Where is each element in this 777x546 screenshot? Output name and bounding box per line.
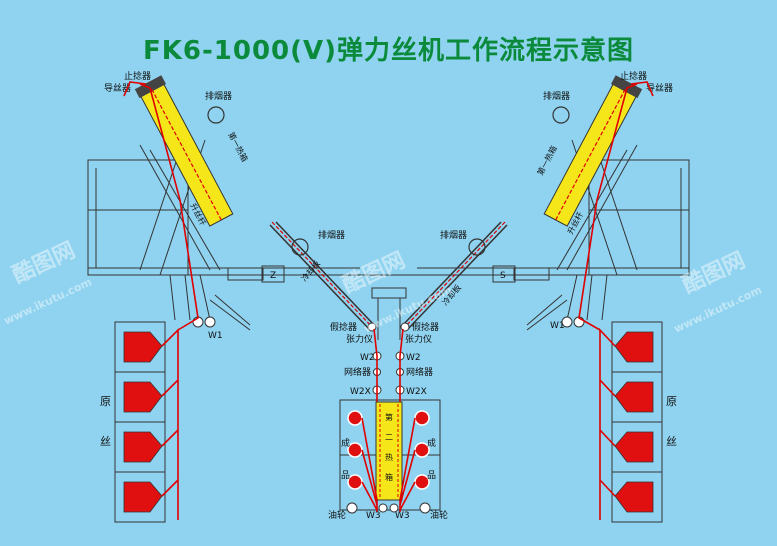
label-s: S <box>500 271 506 281</box>
label-w1-right: W1 <box>550 321 565 331</box>
left-frame: Z <box>87 139 360 331</box>
label-false-twist-right: 假捻器 <box>412 321 439 333</box>
network-icon <box>373 368 404 376</box>
left-first-heater-label: 第一热箱 <box>226 130 250 163</box>
right-yarn-guide <box>630 81 654 97</box>
right-creel <box>599 321 663 523</box>
label-network-left: 网络器 <box>344 366 371 378</box>
label-w2x-right: W2X <box>406 387 427 397</box>
left-yarn-guide <box>123 81 147 97</box>
label-w2-right: W2 <box>406 353 421 363</box>
label-second-heater-2: 二 <box>385 433 393 442</box>
product-right-yarn <box>399 417 416 511</box>
label-product-left-1: 成 <box>341 437 350 449</box>
label-z: Z <box>270 271 276 281</box>
label-product-left-2: 品 <box>341 470 350 481</box>
label-guide-left: 导丝器 <box>104 82 131 94</box>
label-w2x-left: W2X <box>350 387 371 397</box>
right-frame: S <box>417 139 690 331</box>
label-tension-right: 张力仪 <box>405 333 432 345</box>
label-raw-left-1: 原 <box>100 395 111 408</box>
label-exhaust-left-top: 排烟器 <box>205 90 232 102</box>
label-raw-right-1: 原 <box>666 395 677 408</box>
product-left-yarn <box>361 417 378 511</box>
svg-text:第一热箱: 第一热箱 <box>535 144 559 177</box>
label-raw-right-2: 丝 <box>666 435 677 448</box>
right-yarn-path <box>578 83 638 331</box>
label-stopper-right: 止捻器 <box>620 70 647 82</box>
right-cooling-plate <box>400 221 508 331</box>
label-tension-left: 张力仪 <box>346 333 373 345</box>
left-creel <box>114 321 179 523</box>
label-oil-left: 油轮 <box>328 509 346 521</box>
label-w1-left: W1 <box>208 331 223 341</box>
label-product-right-1: 成 <box>427 437 436 449</box>
label-second-heater-4: 箱 <box>385 472 393 482</box>
label-exhaust-right-bottom: 排烟器 <box>440 229 467 241</box>
label-stopper-left: 止捻器 <box>124 70 151 82</box>
label-exhaust-right-top: 排烟器 <box>543 90 570 102</box>
right-first-heater <box>543 75 643 227</box>
label-w2-left: W2 <box>360 353 375 363</box>
exhaust-icon <box>207 106 570 256</box>
label-second-heater-1: 第 <box>385 412 393 422</box>
right-first-heater-label: 第一热箱 <box>535 144 559 177</box>
label-w3-left: W3 <box>366 511 381 521</box>
left-cooling-plate <box>269 221 377 331</box>
oil-roller-icon <box>346 502 431 514</box>
svg-text:第一热箱: 第一热箱 <box>226 130 250 163</box>
left-yarn-path <box>139 83 199 331</box>
w3-roller-icon <box>378 503 399 513</box>
left-first-heater <box>134 75 234 227</box>
label-guide-right: 导丝器 <box>646 82 673 94</box>
label-false-twist-left: 假捻器 <box>330 321 357 333</box>
diagram-title: FK6-1000(V)弹力丝机工作流程示意图 <box>142 36 635 66</box>
bobbin-icon <box>123 331 163 513</box>
second-heater <box>375 401 403 501</box>
label-raw-left-2: 丝 <box>100 435 111 448</box>
label-second-heater-3: 热 <box>385 452 393 462</box>
label-w3-right: W3 <box>395 511 410 521</box>
product-bobbin-icon <box>347 410 430 490</box>
label-product-right-2: 品 <box>427 470 436 481</box>
label-exhaust-left-bottom: 排烟器 <box>318 229 345 241</box>
label-network-right: 网络器 <box>406 366 433 378</box>
bobbin-icon <box>614 331 654 513</box>
label-oil-right: 油轮 <box>430 509 448 521</box>
